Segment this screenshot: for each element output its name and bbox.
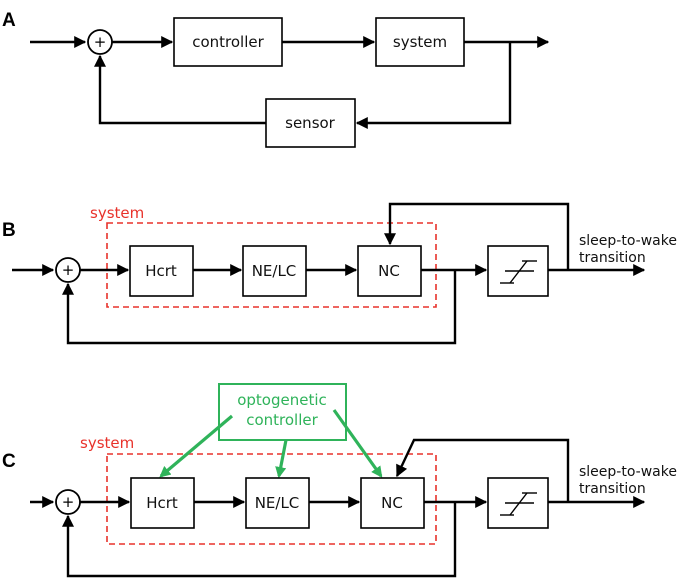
panel-b-label: B [2,220,16,241]
step-threshold-icon [500,492,537,516]
nc-block [360,477,425,529]
feedback-to-sensor [355,42,512,129]
nc-label: NC [381,494,403,512]
panel-b: B system + Hcrt NE/LC NC sleep-to-wake t… [2,202,677,345]
hcrt-block [129,245,194,297]
system-block [375,17,465,67]
nc-block [357,245,422,297]
panel-c-label: C [2,451,16,472]
system-boundary [106,453,437,545]
panel-c: C system optogenetic controller + Hcrt N… [2,383,677,578]
output-feedback-to-nc [395,438,570,502]
optogenetic-arrow-to-hcrt [159,414,234,478]
nc-label: NC [378,262,400,280]
output-label-line1: sleep-to-wake [579,233,677,249]
output-label-line2: transition [579,481,646,497]
system-boundary-label: system [90,204,144,222]
system-boundary-label: system [80,434,134,452]
ne-lc-label: NE/LC [255,494,300,512]
controller-label: controller [192,33,264,51]
summing-plus: + [62,493,75,511]
sensor-label: sensor [285,114,336,132]
hcrt-label: Hcrt [146,494,178,512]
system-label: system [393,33,447,51]
panel-a: A + controller system sensor [2,10,550,148]
sensor-block [265,98,356,148]
feedback-loop [62,502,457,578]
optogenetic-arrow-to-ne-lc [275,439,288,479]
output-feedback-to-nc [384,202,570,270]
optogenetic-label-line1: optogenetic [237,391,327,409]
ne-lc-label: NE/LC [252,262,297,280]
feedback-loop [62,270,457,345]
hcrt-label: Hcrt [145,262,177,280]
summing-plus: + [94,33,107,51]
output-label-line2: transition [579,250,646,266]
optogenetic-controller-box [218,383,347,441]
summing-plus: + [62,261,75,279]
ne-lc-block [242,245,307,297]
optogenetic-arrow-to-nc [332,409,383,478]
controller-block [173,17,283,67]
ne-lc-block [245,477,310,529]
hcrt-block [130,477,195,529]
optogenetic-label-line2: controller [246,411,318,429]
step-threshold-icon [500,260,537,284]
feedback-to-summer [94,54,266,125]
panel-a-label: A [2,10,16,31]
output-label-line1: sleep-to-wake [579,464,677,480]
system-boundary [106,222,437,308]
